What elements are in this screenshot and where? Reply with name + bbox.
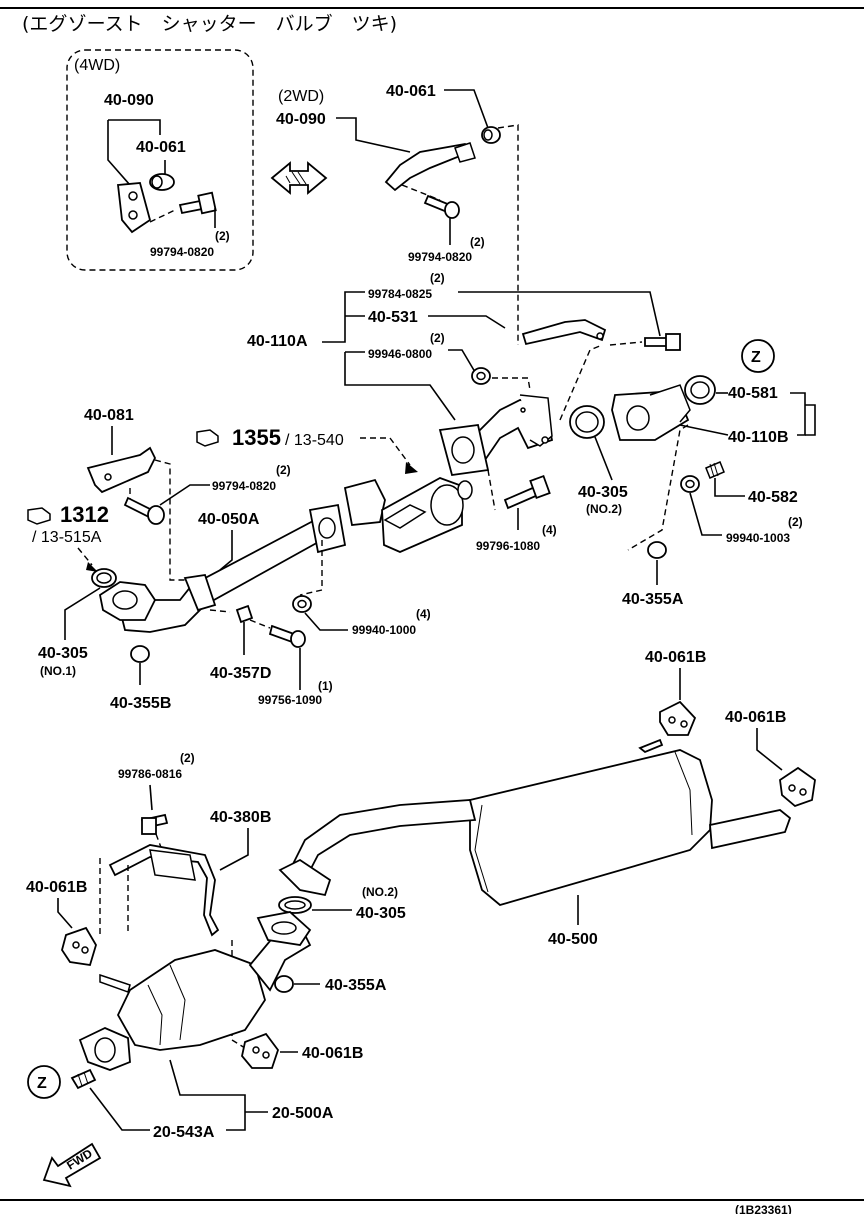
label-40-305-no2-upper: 40-305 <box>578 484 628 501</box>
four-wd-note: (4WD) <box>74 57 120 74</box>
label-40-061B-left: 40-061B <box>26 879 87 896</box>
diagram-title: (エグゾースト シャッター バルブ ツキ) <box>22 12 397 35</box>
label-40-305-mid: 40-305 <box>356 905 406 922</box>
ref-1312-sub: / 13-515A <box>32 529 102 546</box>
label-20-500A: 20-500A <box>272 1105 334 1122</box>
bracket-40-081 <box>86 446 157 494</box>
label-99796-1080: 99796-1080 <box>476 539 540 553</box>
muffler-40-500 <box>469 749 713 906</box>
ref-1355: 1355 <box>232 425 281 450</box>
diagram-code: (1B23361) <box>735 1203 792 1214</box>
label-40-081: 40-081 <box>84 407 134 424</box>
four-wd-bracket <box>117 182 152 234</box>
label-40-110B: 40-110B <box>728 429 789 446</box>
interchange-arrow-icon <box>270 161 328 195</box>
rubber-mount-40-061B-bottom <box>241 1032 280 1069</box>
label-99940-1003: 99940-1003 <box>726 531 790 545</box>
hanger-40-380B <box>108 844 220 937</box>
spring-40-582 <box>705 461 725 479</box>
ref-1312: 1312 <box>60 502 109 527</box>
bolt-99784 <box>644 337 669 347</box>
heat-shield-bracket <box>521 319 607 346</box>
label-40-355A-top: 40-355A <box>622 591 684 608</box>
label-40-305-no1: 40-305 <box>38 645 88 662</box>
qty-99796: (4) <box>542 523 557 537</box>
label-40-581: 40-581 <box>728 385 778 402</box>
qty-99794-2wd: (2) <box>470 235 485 249</box>
nut-40-355A-top <box>647 541 667 559</box>
label-40-061-2wd: 40-061 <box>386 83 436 100</box>
qty-99794-center: (2) <box>276 463 291 477</box>
qty-99940-1003: (2) <box>788 515 803 529</box>
qty-99786: (2) <box>180 751 195 765</box>
qty-99784: (2) <box>430 271 445 285</box>
qty-99794-4wd: (2) <box>215 229 230 243</box>
z-marker-top <box>741 339 775 373</box>
label-99946-0800: 99946-0800 <box>368 347 432 361</box>
label-40-110A: 40-110A <box>247 333 308 350</box>
label-99786-0816: 99786-0816 <box>118 767 182 781</box>
label-40-380B: 40-380B <box>210 809 271 826</box>
label-40-090-2wd: 40-090 <box>276 111 326 128</box>
label-40-582: 40-582 <box>748 489 798 506</box>
label-99940-1000: 99940-1000 <box>352 623 416 637</box>
z-bottom-label: Z <box>37 1075 47 1092</box>
label-40-090-4wd: 40-090 <box>104 92 154 109</box>
label-99784-0825: 99784-0825 <box>368 287 432 301</box>
label-99794-0820-center: 99794-0820 <box>212 479 276 493</box>
label-40-050A: 40-050A <box>198 511 260 528</box>
label-99756-1090: 99756-1090 <box>258 693 322 707</box>
label-40-355B: 40-355B <box>110 695 171 712</box>
label-40-061-4wd: 40-061 <box>136 139 186 156</box>
catalytic-converter-20-500A <box>116 949 266 1051</box>
qty-99946: (2) <box>430 331 445 345</box>
qty-99940-1000: (4) <box>416 607 431 621</box>
label-40-355A-bottom: 40-355A <box>325 977 387 994</box>
muffler-inlet-flange <box>278 858 332 897</box>
label-20-543A: 20-543A <box>153 1124 215 1141</box>
z-top-label: Z <box>751 349 761 366</box>
ref-1355-sub: / 13-540 <box>285 432 344 449</box>
sensor-20-543A <box>70 1068 97 1090</box>
four-wd-inset-box <box>66 49 254 271</box>
label-99794-0820-4wd: 99794-0820 <box>150 245 214 259</box>
label-40-357D: 40-357D <box>210 665 271 682</box>
shutter-valve-body <box>343 478 386 526</box>
note-no2-mid: (NO.2) <box>362 885 398 899</box>
rubber-mount-40-061B-top1 <box>659 700 697 736</box>
label-40-531: 40-531 <box>368 309 418 326</box>
label-99794-0820-2wd: 99794-0820 <box>408 250 472 264</box>
muffler-inlet-pipe <box>288 799 477 882</box>
reference-hand-icon-1355 <box>196 429 219 447</box>
forward-arrow-icon <box>42 1142 102 1188</box>
label-40-061B-top1: 40-061B <box>645 649 706 666</box>
clip-40-357D <box>235 604 254 624</box>
label-40-500: 40-500 <box>548 931 598 948</box>
two-wd-note: (2WD) <box>278 88 324 105</box>
note-no2-upper: (NO.2) <box>586 502 622 516</box>
muffler-tailpipe <box>709 809 792 850</box>
z-marker-bottom <box>27 1065 61 1099</box>
nut-40-355A-bottom <box>274 975 294 993</box>
rubber-mount-40-061B-top2 <box>779 766 816 808</box>
front-pipe-40-050A <box>118 518 324 633</box>
reference-hand-icon-1312 <box>27 507 51 525</box>
qty-99756: (1) <box>318 679 333 693</box>
label-40-061B-bottom: 40-061B <box>302 1045 363 1062</box>
label-40-061B-top2: 40-061B <box>725 709 786 726</box>
nut-40-355B <box>130 645 150 663</box>
note-no1: (NO.1) <box>40 664 76 678</box>
